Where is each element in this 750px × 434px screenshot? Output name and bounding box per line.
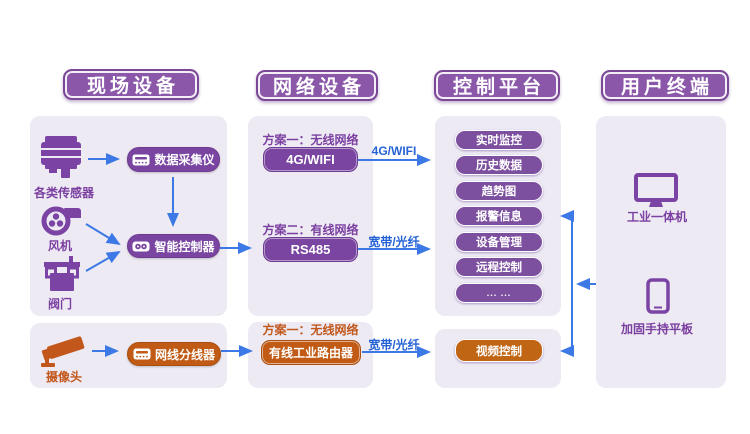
industrial-pc-icon [634, 173, 678, 207]
cable-splitter-label: 网线分线器 [154, 347, 215, 362]
control-item-alarm-info: 报警信息 [455, 206, 543, 226]
handheld-tablet-icon [646, 278, 670, 314]
data-collector-label: 数据采集仪 [154, 153, 215, 167]
sensor-icon [41, 136, 81, 178]
node-rs485: RS485 [263, 237, 358, 262]
smart-controller-icon [132, 241, 150, 251]
node-cable-splitter: 网线分线器 [127, 342, 221, 366]
fan-label: 风机 [47, 239, 72, 253]
data-collector-icon [132, 154, 150, 165]
fan-icon [41, 206, 81, 236]
valve-icon [44, 256, 80, 291]
control-item-device-management: 设备管理 [455, 232, 543, 252]
camera-label: 摄像头 [45, 370, 82, 384]
panel-user-terminal [596, 116, 726, 388]
network-plan2-title: 方案二：有线网络 [262, 223, 359, 237]
node-wired-router: 有线工业路由器 [261, 340, 361, 365]
header-control-platform: 控制平台 [434, 70, 560, 101]
link-label-fiber-top: 宽带/光纤 [368, 235, 420, 249]
link-label-4g-wifi: 4G/WIFI [371, 144, 417, 158]
cable-splitter-icon [133, 348, 151, 360]
node-4g-wifi: 4G/WIFI [263, 147, 358, 172]
control-item-more: ... ... [455, 283, 543, 303]
valve-label: 阀门 [47, 297, 72, 311]
control-item-realtime-monitor: 实时监控 [455, 130, 543, 150]
control-item-history-data: 历史数据 [455, 155, 543, 175]
network-plan1-title: 方案一：无线网络 [262, 133, 359, 147]
handheld-tablet-label: 加固手持平板 [620, 322, 693, 336]
header-network-devices: 网络设备 [256, 70, 378, 101]
node-data-collector: 数据采集仪 [127, 147, 220, 172]
camera-icon [41, 336, 85, 367]
link-label-fiber-bottom: 宽带/光纤 [368, 338, 420, 352]
network-plan3-title: 方案一：无线网络 [262, 323, 359, 337]
control-item-video-control: 视频控制 [455, 339, 543, 362]
smart-controller-label: 智能控制器 [154, 239, 215, 254]
industrial-pc-label: 工业一体机 [626, 210, 687, 224]
header-field-devices: 现场设备 [63, 69, 199, 100]
control-item-remote-control: 远程控制 [455, 257, 543, 277]
control-item-trend-chart: 趋势图 [455, 181, 543, 201]
header-user-terminal: 用户终端 [601, 70, 729, 101]
sensor-label: 各类传感器 [33, 186, 94, 200]
node-smart-controller: 智能控制器 [127, 234, 220, 258]
